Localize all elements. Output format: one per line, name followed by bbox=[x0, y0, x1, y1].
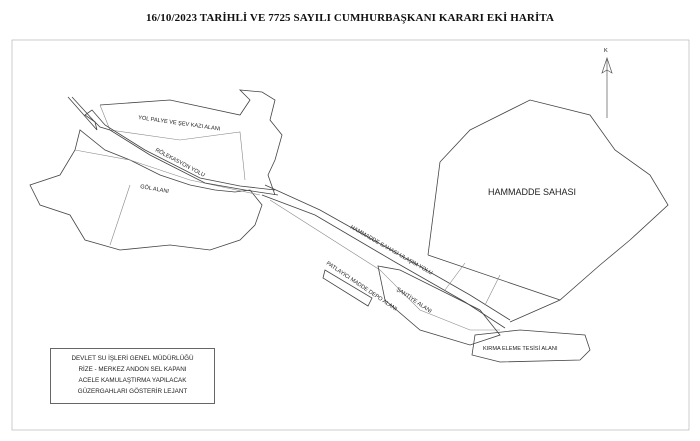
label-hammadde: HAMMADDE SAHASI bbox=[488, 187, 576, 197]
rolekasyon-yolu bbox=[67, 96, 276, 191]
yol-palye-boundary bbox=[99, 89, 283, 196]
label-kirma: KIRMA ELEME TESİSİ ALANI bbox=[483, 345, 558, 352]
label-gol: GÖL ALANI bbox=[140, 183, 170, 195]
gol-alani-boundary bbox=[29, 129, 263, 251]
legend-line: GÜZERGAHLARI GÖSTERİR LEJANT bbox=[77, 388, 188, 395]
label-ulasim: HAMMADDE SAHASI ULAŞIM YOLU bbox=[349, 225, 433, 277]
legend-line: RİZE - MERKEZ ANDON SEL KAPANI bbox=[78, 366, 187, 373]
north-label: K bbox=[604, 48, 608, 54]
santiye-boundary bbox=[377, 265, 501, 346]
ulasim-yolu bbox=[264, 184, 511, 321]
patlayici-depo-boundary bbox=[322, 269, 373, 307]
map-frame bbox=[11, 39, 690, 431]
legend-box: DEVLET SU İŞLERİ GENEL MÜDÜRLÜĞÜ RİZE - … bbox=[50, 348, 215, 404]
label-santiye: ŞANTİYE ALANI bbox=[395, 286, 434, 315]
kirma-eleme-boundary bbox=[471, 329, 591, 363]
label-yol-palye: YOL PALYE VE ŞEV KAZI ALANI bbox=[138, 115, 221, 133]
north-arrow-icon: K bbox=[601, 48, 613, 118]
label-patlayici: PATLAYICI MADDE DEPO ALANI bbox=[325, 261, 398, 313]
legend-line: DEVLET SU İŞLERİ GENEL MÜDÜRLÜĞÜ bbox=[71, 355, 194, 362]
map-title: 16/10/2023 TARİHLİ VE 7725 SAYILI CUMHUR… bbox=[145, 12, 555, 24]
label-rolekasyon: RÖLEKASYON YOLU bbox=[154, 147, 206, 179]
hammadde-sahasi-boundary bbox=[427, 99, 669, 323]
legend-line: ACELE KAMULAŞTIRMA YAPILACAK bbox=[78, 377, 187, 384]
